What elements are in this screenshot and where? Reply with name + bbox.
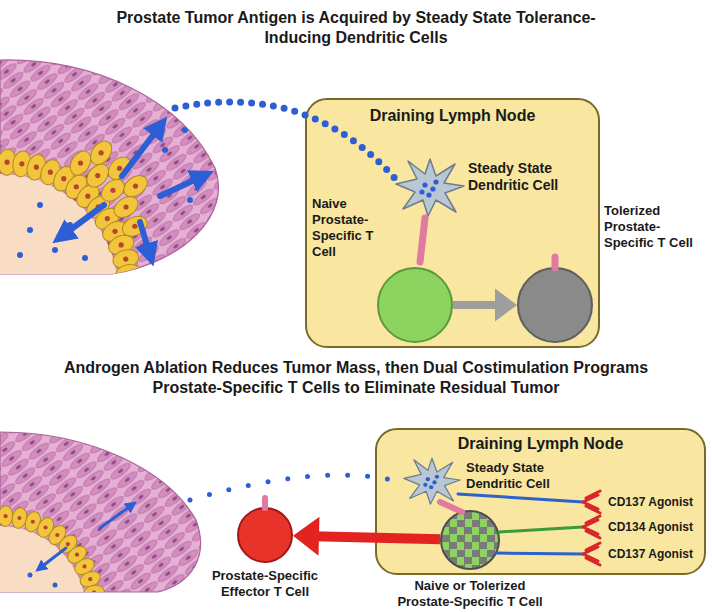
arrowhead [293, 517, 319, 556]
panel-heading: Prostate Tumor Antigen is Acquired by St… [106, 8, 606, 47]
gland-lumen [0, 174, 118, 410]
agonist-antibody [496, 543, 600, 565]
connector-arrow [453, 289, 517, 322]
node-label: Steady State Dendritic Cell [466, 460, 584, 492]
agonist-antibody [458, 491, 600, 513]
connector-arrow [293, 517, 440, 556]
antibody-label: CD134 Agonist [608, 520, 708, 535]
gland-lumen [0, 526, 86, 612]
dendritic-cell-outline [403, 455, 461, 505]
text-slot: Steady State Dendritic Cell [468, 160, 593, 194]
epithelial-cells [0, 505, 107, 612]
effector-t-cell: Prostate-Specific Effector T Cell [237, 507, 293, 563]
tolerized-t-cell: Tolerized Prostate-Specific T Cell [517, 267, 593, 343]
lymph-node-box: Draining Lymph NodeSteady State Dendriti… [305, 98, 600, 348]
text-slot: Steady State Dendritic Cell [466, 460, 584, 492]
antigen-trail [190, 475, 402, 500]
node-label: Prostate-Specific Effector T Cell [200, 568, 330, 600]
prostate-tissue [0, 60, 218, 274]
text-slot: Tolerized Prostate-Specific T Cell [604, 203, 708, 251]
text-slot: CD137 Agonist [608, 547, 708, 562]
text-slot: Androgen Ablation Reduces Tumor Mass, th… [60, 358, 652, 397]
text-slot: Prostate-Specific Effector T Cell [200, 568, 330, 600]
agonist-antibody [499, 516, 600, 538]
prostate-tissue [0, 432, 201, 592]
antibody-label: CD137 Agonist [608, 547, 708, 562]
text-slot: CD137 Agonist [608, 495, 708, 510]
dendritic-cell: Steady State Dendritic Cell [403, 455, 461, 505]
t-cell-receptor [440, 502, 462, 512]
node-label: Naive Prostate-Specific T Cell [312, 196, 396, 259]
node-label: Draining Lymph Node [305, 106, 600, 126]
text-slot: CD134 Agonist [608, 520, 708, 535]
antibody-label: CD137 Agonist [608, 495, 708, 510]
dendritic-cell-outline [395, 155, 465, 217]
text-slot: Draining Lymph Node [375, 434, 706, 454]
checkered-t-cell: Naive or Tolerized Prostate-Specific T C… [440, 510, 500, 570]
arrowhead [495, 289, 517, 322]
connector-line [314, 536, 440, 539]
antigen-release-arrows [40, 505, 132, 568]
antigen-trail [175, 102, 398, 182]
t-cell-receptor [420, 218, 425, 262]
connector-line [453, 301, 499, 309]
t-cell-receptor [552, 257, 559, 268]
text-slot: Prostate Tumor Antigen is Acquired by St… [106, 8, 606, 47]
node-label: Naive or Tolerized Prostate-Specific T C… [385, 578, 555, 610]
node-label: Steady State Dendritic Cell [468, 160, 593, 194]
t-cell-receptor [262, 498, 268, 508]
node-label: Draining Lymph Node [375, 434, 706, 454]
dendritic-cell: Steady State Dendritic Cell [395, 155, 465, 217]
epithelial-cells [0, 137, 151, 313]
text-slot: Draining Lymph Node [305, 106, 600, 126]
antigen-dots [28, 573, 58, 588]
naive-t-cell: Naive Prostate-Specific T Cell [377, 267, 453, 343]
antigen-release-arrows [62, 126, 203, 255]
text-slot: Naive Prostate-Specific T Cell [312, 196, 396, 259]
antigen-dots [17, 127, 193, 261]
panel-heading: Androgen Ablation Reduces Tumor Mass, th… [60, 358, 652, 397]
node-label: Tolerized Prostate-Specific T Cell [604, 203, 708, 251]
text-slot: Naive or Tolerized Prostate-Specific T C… [385, 578, 555, 610]
